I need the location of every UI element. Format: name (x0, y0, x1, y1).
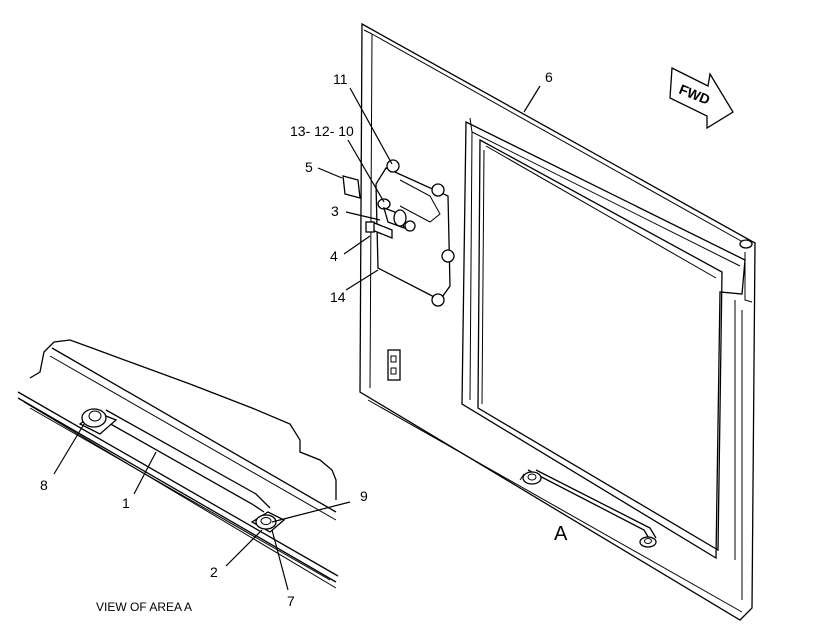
switch-cover-plate (375, 159, 455, 307)
door-window (461, 117, 746, 560)
switch-assembly (365, 198, 416, 239)
callout-4: 4 (330, 248, 338, 264)
callout-11: 11 (333, 71, 348, 87)
door-panel (359, 22, 756, 621)
callout-3: 3 (331, 203, 339, 219)
callout-2: 2 (210, 564, 218, 580)
leader-lines (317, 85, 541, 291)
callout-7: 7 (287, 593, 295, 609)
callout-5: 5 (305, 159, 313, 175)
detail-view-area-a (17, 339, 339, 589)
view-caption: VIEW OF AREA A (96, 600, 192, 614)
callout-1: 1 (122, 495, 130, 511)
detail-handrail (78, 408, 286, 533)
fwd-arrow-icon: FWD (669, 66, 734, 130)
callout-14: 14 (330, 289, 346, 305)
door-bracket (387, 349, 401, 381)
tab-part (342, 175, 361, 199)
area-label: A (554, 523, 568, 545)
callout-6: 6 (545, 69, 553, 85)
callout-8: 8 (40, 477, 48, 493)
door-handrail (519, 469, 657, 548)
detail-leader-lines (53, 423, 351, 591)
callout-9: 9 (360, 488, 368, 504)
callout-13-12-10: 13- 12- 10 (290, 123, 354, 139)
